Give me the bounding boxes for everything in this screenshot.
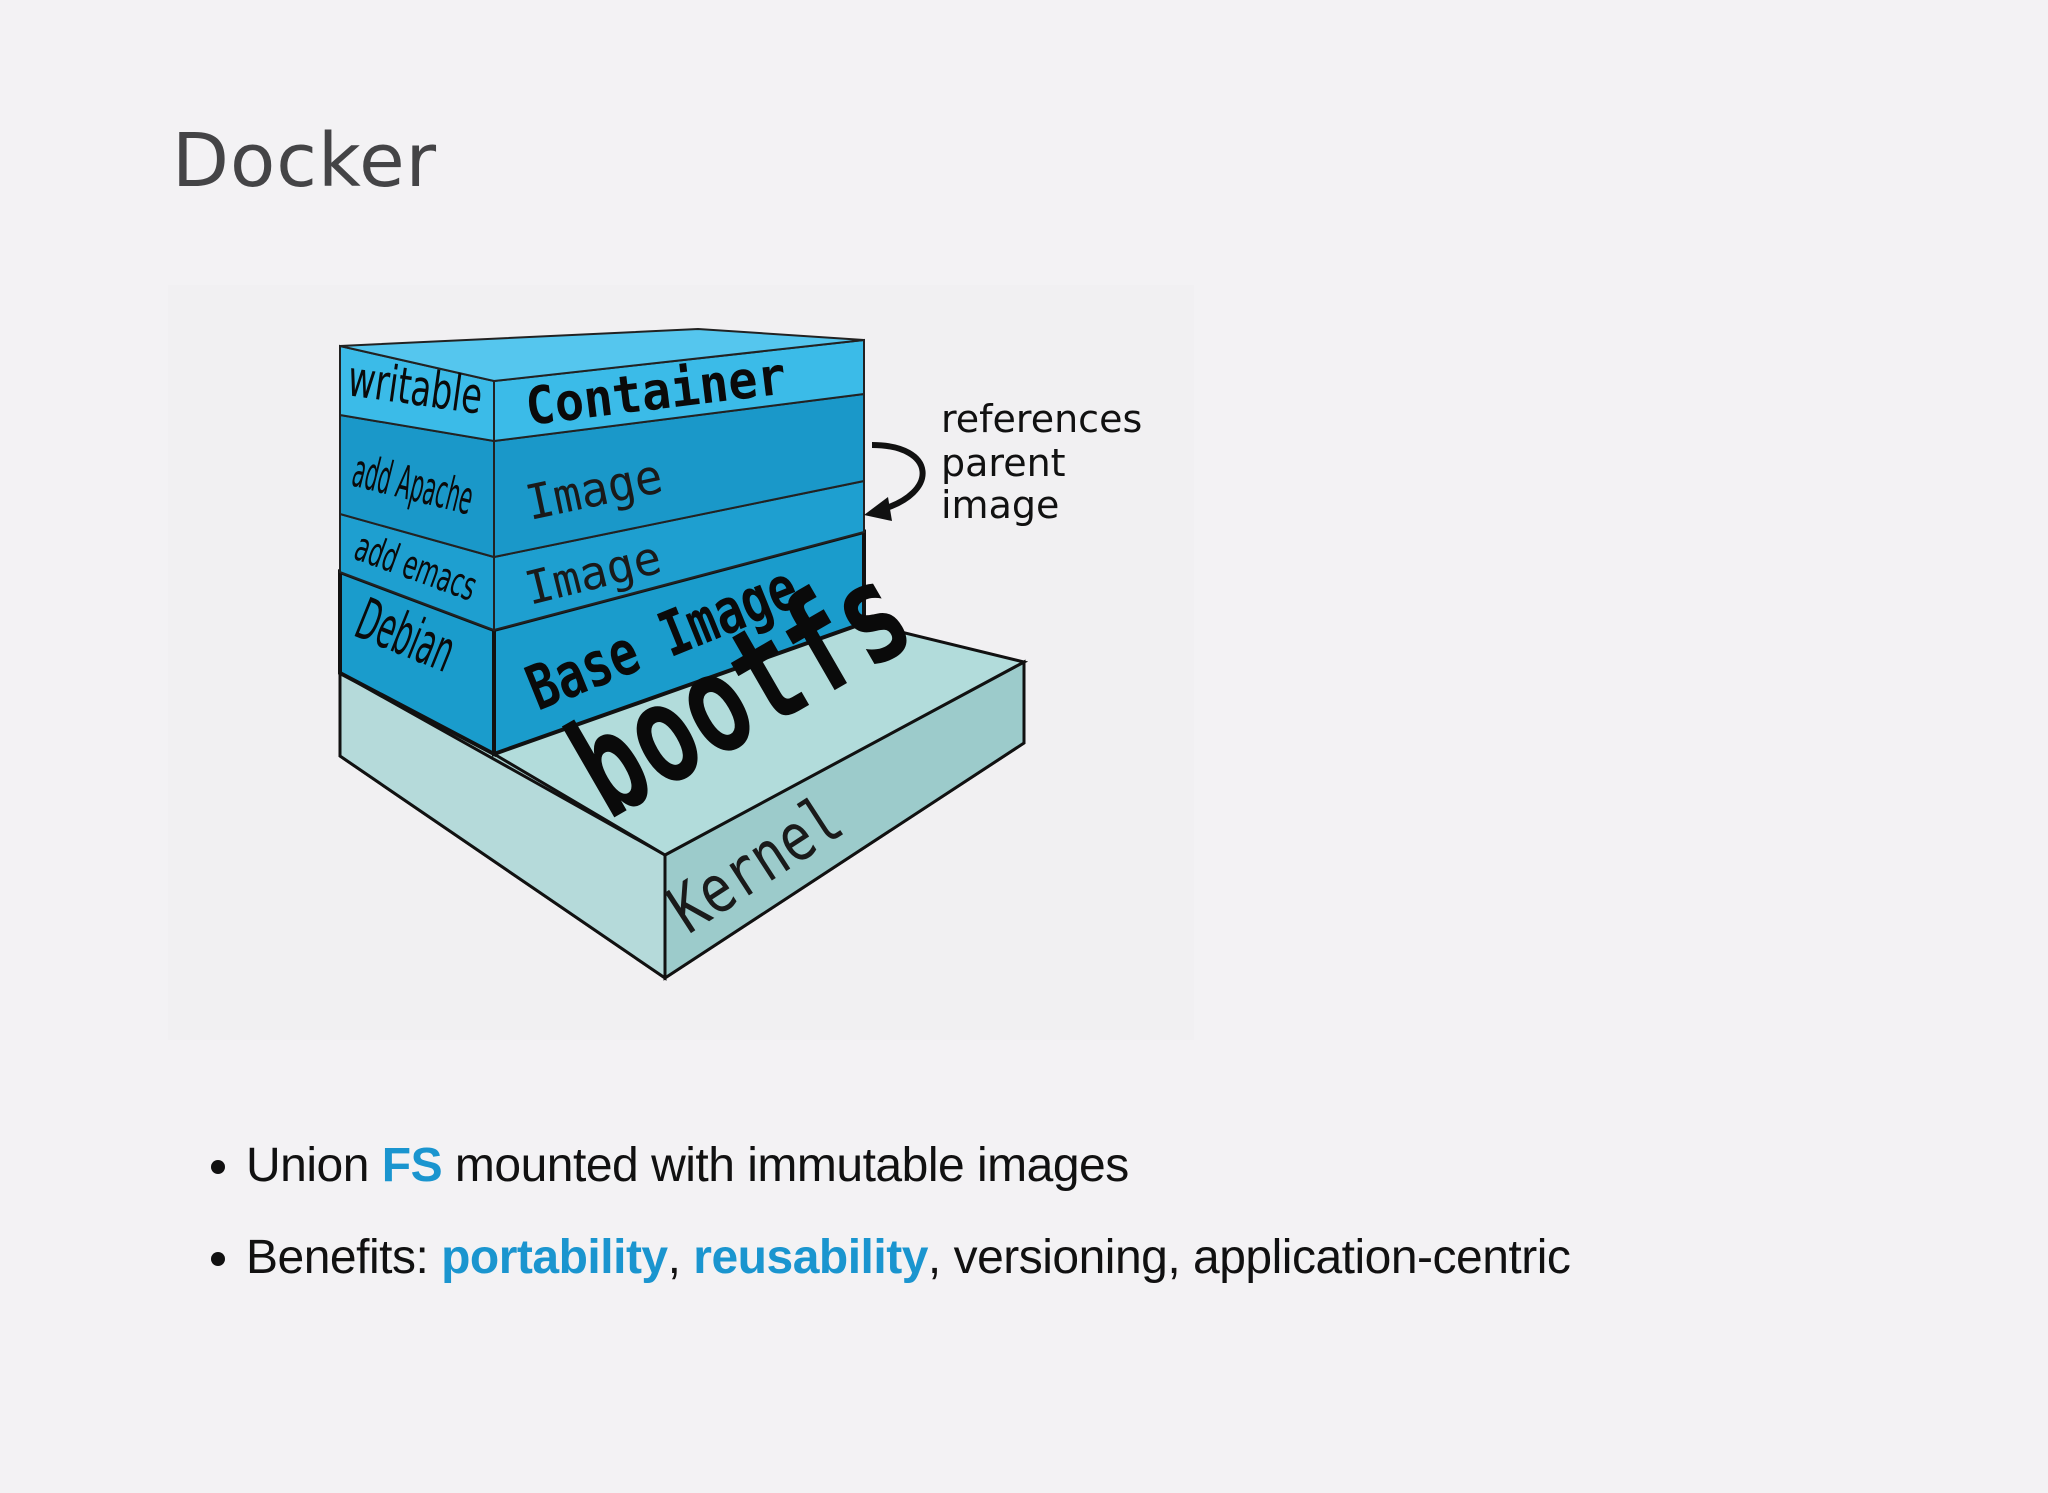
list-item: Benefits: portability, reusability, vers… bbox=[246, 1212, 1571, 1304]
highlight-term: reusability bbox=[693, 1231, 928, 1284]
apache-image-layer bbox=[339, 392, 865, 559]
highlight-term: portability bbox=[441, 1231, 668, 1284]
highlight-term: FS bbox=[381, 1139, 443, 1192]
annotation-line: parent bbox=[941, 441, 1066, 485]
bullet-text: , versioning, application-centric bbox=[927, 1231, 1571, 1284]
bullet-text: mounted with immutable images bbox=[442, 1139, 1129, 1192]
docker-layers-diagram: writable add Apache add emacs Debian Con… bbox=[168, 285, 1194, 1040]
bullet-text: Benefits: bbox=[246, 1231, 442, 1284]
base-image-layer bbox=[338, 529, 866, 758]
list-item: Union FS mounted with immutable images bbox=[246, 1120, 1570, 1212]
bullet-text: , bbox=[667, 1231, 694, 1284]
bullet-list: Union FS mounted with immutable images B… bbox=[200, 1120, 1571, 1304]
annotation-line: references bbox=[941, 397, 1142, 441]
container-layer bbox=[339, 327, 865, 443]
annotation-line: image bbox=[941, 483, 1059, 527]
slide-title: Docker bbox=[172, 118, 438, 204]
curved-arrow-icon bbox=[864, 442, 926, 521]
bullet-text: Union bbox=[246, 1139, 382, 1192]
